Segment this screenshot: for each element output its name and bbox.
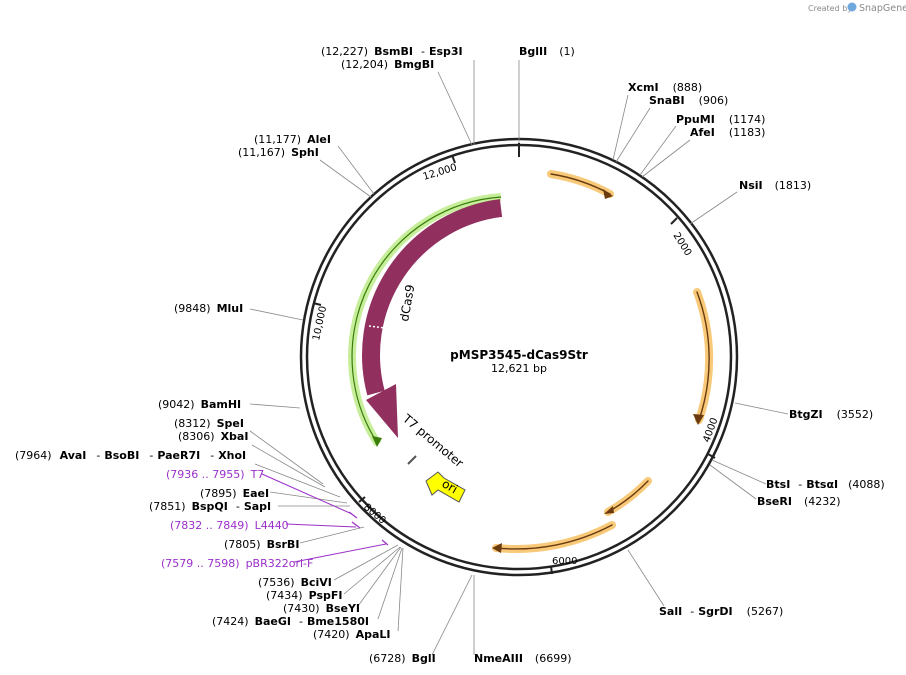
site-label-nsii: NsiI(1813) — [739, 179, 811, 192]
site-label-apali: (7420)ApaLI — [313, 628, 391, 641]
green-feature-arrowhead — [372, 436, 382, 447]
dcas9-mid-mark — [368, 325, 386, 329]
site-label-bmgbi: (12,204)BmgBI — [341, 58, 434, 71]
site-label-baegi: (7424)BaeGI-Bme1580I — [212, 615, 369, 628]
tick-marks — [312, 143, 716, 575]
site-label-bsrbi: (7805)BsrBI — [224, 538, 299, 551]
tick-label-10000: 10,000 — [311, 305, 329, 342]
site-label-btgzi: BtgZI(3552) — [789, 408, 873, 421]
site-label-bseyi: (7430)BseYI — [283, 602, 360, 615]
site-label-xcmi: XcmI(888) — [628, 81, 702, 94]
tick-label-8000: 8000 — [361, 502, 388, 527]
dcas9-arrowhead — [366, 384, 398, 438]
site-label-sali: SalI-SgrDI(5267) — [659, 605, 783, 618]
tick-label-6000: 6000 — [552, 556, 577, 567]
site-label-sphi: (11,167)SphI — [238, 146, 319, 159]
site-label-bglii: BglII(1) — [519, 45, 575, 58]
site-label-nmeaiii: NmeAIII(6699) — [474, 652, 572, 665]
plasmid-length: 12,621 bp — [491, 362, 547, 375]
primer-label-t7: (7936 .. 7955)T7 — [166, 468, 264, 481]
snapgene-logo-icon — [847, 2, 857, 12]
snapgene-brand-text: SnapGene — [859, 3, 906, 14]
dcas9-arrow-body — [362, 199, 503, 396]
site-label-eaei: (7895)EaeI — [200, 487, 269, 500]
created-by-text: Created by — [808, 4, 852, 13]
t7-promoter-mark — [407, 455, 417, 465]
site-label-bgli: (6728)BglI — [369, 652, 436, 665]
plasmid-name: pMSP3545-dCas9Str — [450, 348, 588, 362]
tick-label-2000: 2000 — [670, 231, 693, 258]
site-label-bcivi: (7536)BciVI — [258, 576, 332, 589]
orange-arrowheads — [492, 189, 704, 553]
site-label-snabi: SnaBI(906) — [649, 94, 728, 107]
primer-marks — [348, 511, 389, 546]
site-label-bspqi: (7851)BspQI-SapI — [149, 500, 271, 513]
dcas9-label: dCas9 — [397, 283, 417, 322]
site-pointer-lines — [249, 60, 789, 656]
site-label-spei: (8312)SpeI — [174, 417, 244, 430]
site-label-bamhi: (9042)BamHI — [158, 398, 241, 411]
ori-arrow — [425, 471, 466, 503]
ori-label: ori — [440, 476, 461, 496]
site-label-bseri: BseRI(4232) — [757, 495, 841, 508]
site-label-mlui: (9848)MluI — [174, 302, 243, 315]
site-label-bsmbi: (12,227)BsmBI-Esp3I — [321, 45, 463, 58]
site-label-alei: (11,177)AleI — [254, 133, 331, 146]
primer-pointer-lines — [261, 473, 387, 563]
site-label-afei: AfeI(1183) — [690, 126, 765, 139]
primer-label-pbr322ori-f: (7579 .. 7598)pBR322ori-F — [161, 557, 313, 570]
site-label-xbai: (8306)XbaI — [178, 430, 248, 443]
site-label-ppumi: PpuMI(1174) — [676, 113, 765, 126]
primer-label-l4440: (7832 .. 7849)L4440 — [170, 519, 289, 532]
site-label-avai: (7964)AvaI-BsoBI-PaeR7I-XhoI — [15, 449, 246, 462]
green-feature-line — [351, 196, 502, 445]
site-label-pspfi: (7434)PspFI — [266, 589, 342, 602]
site-label-btsi: BtsI-BtsαI(4088) — [766, 478, 885, 491]
